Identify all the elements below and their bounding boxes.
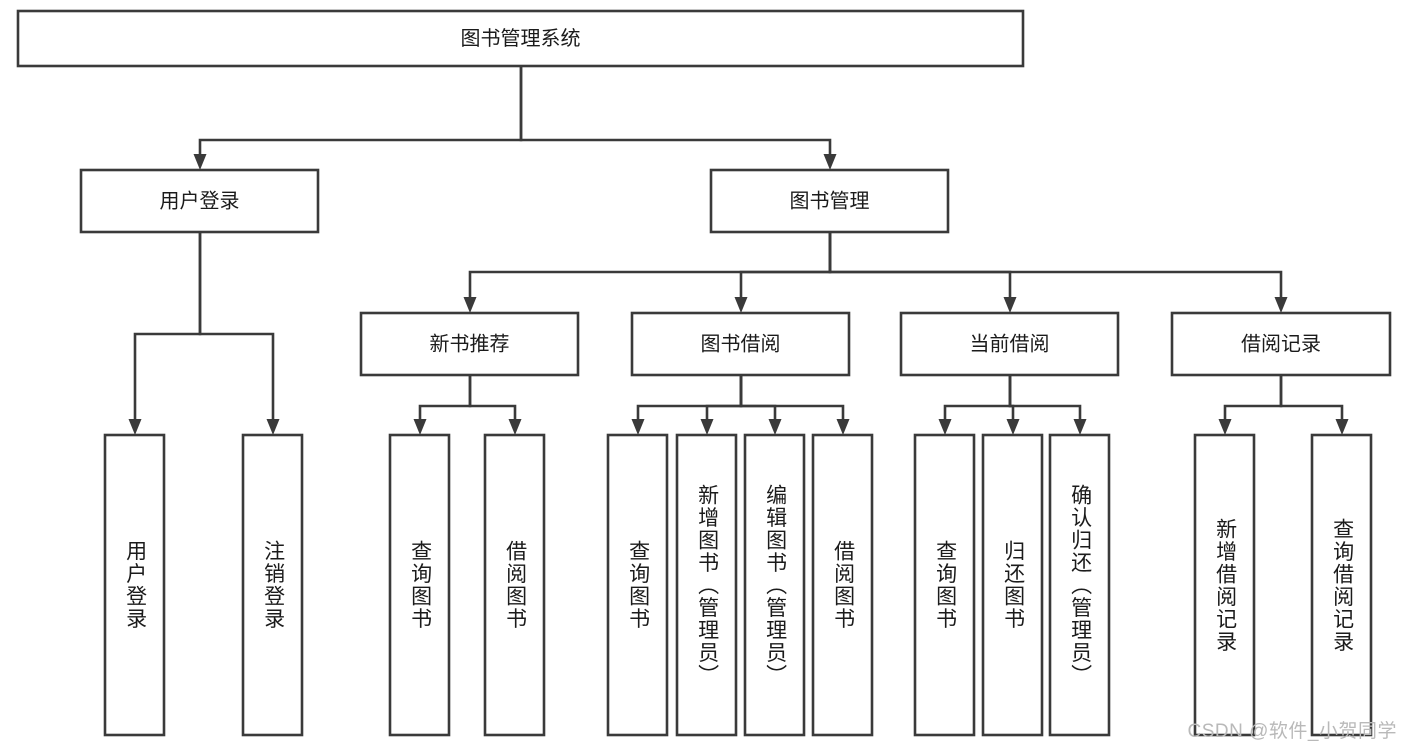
arrow-head-leaf-query-book-nb xyxy=(413,419,427,435)
node-box-leaf-query-book-cb[interactable] xyxy=(913,433,976,737)
node-box-leaf-query-book-bb[interactable] xyxy=(606,433,669,737)
connector-root-to-book-management xyxy=(519,66,832,154)
arrow-head-book-borrow xyxy=(734,297,748,313)
node-label-current-borrow: 当前借阅 xyxy=(970,332,1050,355)
node-label-borrow-record: 借阅记录 xyxy=(1241,332,1321,355)
arrow-head-book-management xyxy=(823,154,837,170)
connector-book-management-to-current-borrow xyxy=(828,232,1012,297)
arrow-head-leaf-query-book-bb xyxy=(631,419,645,435)
arrow-head-borrow-record xyxy=(1274,297,1288,313)
node-box-leaf-add-book-admin[interactable] xyxy=(675,433,738,737)
node-box-leaf-query-record[interactable] xyxy=(1310,433,1373,737)
node-box-user-login[interactable] xyxy=(79,168,320,234)
node-box-leaf-confirm-return[interactable] xyxy=(1048,433,1111,737)
connector-user-login-to-leaf-user-login xyxy=(133,232,202,419)
connector-borrow-record-to-leaf-query-record xyxy=(1279,375,1344,419)
node-box-root[interactable] xyxy=(16,9,1025,68)
arrow-head-leaf-borrow-book-nb xyxy=(508,419,522,435)
arrow-head-new-book-recommend xyxy=(463,297,477,313)
node-box-leaf-query-book-nb[interactable] xyxy=(388,433,451,737)
connector-current-borrow-to-leaf-query-book-cb xyxy=(943,375,1012,419)
box-layer xyxy=(16,9,1392,737)
arrow-head-leaf-user-logout xyxy=(266,419,280,435)
connector-book-borrow-to-leaf-borrow-book-bb xyxy=(739,375,845,419)
connector-borrow-record-to-leaf-add-record xyxy=(1223,375,1283,419)
arrow-head-leaf-return-book xyxy=(1006,419,1020,435)
connector-book-management-to-new-book-recommend xyxy=(468,232,832,297)
connector-book-management-to-borrow-record xyxy=(828,232,1283,297)
connector-new-book-recommend-to-leaf-borrow-book-nb xyxy=(468,375,517,419)
watermark-text: CSDN @软件_小贺同学 xyxy=(1187,721,1397,742)
arrow-head-leaf-add-book-admin xyxy=(700,419,714,435)
connector-root-to-user-login xyxy=(198,66,523,154)
arrow-head-current-borrow xyxy=(1003,297,1017,313)
connector-book-management-to-book-borrow xyxy=(739,232,832,297)
arrow-head-leaf-confirm-return xyxy=(1073,419,1087,435)
connector-book-borrow-to-leaf-query-book-bb xyxy=(636,375,743,419)
node-label-book-borrow: 图书借阅 xyxy=(701,332,781,355)
connector-user-login-to-leaf-user-logout xyxy=(198,232,275,419)
node-box-leaf-edit-book-admin[interactable] xyxy=(743,433,806,737)
node-box-leaf-borrow-book-nb[interactable] xyxy=(483,433,546,737)
node-box-leaf-return-book[interactable] xyxy=(981,433,1044,737)
connector-current-borrow-to-leaf-confirm-return xyxy=(1008,375,1082,419)
arrow-head-leaf-query-book-cb xyxy=(938,419,952,435)
arrow-head-user-login xyxy=(193,154,207,170)
connector-layer xyxy=(128,66,1349,435)
node-box-new-book-recommend[interactable] xyxy=(359,311,580,377)
node-label-user-login: 用户登录 xyxy=(160,189,240,212)
node-box-borrow-record[interactable] xyxy=(1170,311,1392,377)
connector-book-borrow-to-leaf-edit-book-admin xyxy=(739,375,777,419)
arrow-head-leaf-edit-book-admin xyxy=(768,419,782,435)
connector-new-book-recommend-to-leaf-query-book-nb xyxy=(418,375,472,419)
node-box-leaf-user-login[interactable] xyxy=(103,433,166,737)
node-label-book-management: 图书管理 xyxy=(790,189,870,212)
arrow-head-leaf-add-record xyxy=(1218,419,1232,435)
node-box-leaf-borrow-book-bb[interactable] xyxy=(811,433,874,737)
connector-book-borrow-to-leaf-add-book-admin xyxy=(705,375,743,419)
node-label-new-book-recommend: 新书推荐 xyxy=(430,332,510,355)
node-box-leaf-add-record[interactable] xyxy=(1193,433,1256,737)
arrow-head-leaf-query-record xyxy=(1335,419,1349,435)
arrow-head-leaf-borrow-book-bb xyxy=(836,419,850,435)
arrow-head-leaf-user-login xyxy=(128,419,142,435)
node-box-book-management[interactable] xyxy=(709,168,950,234)
node-box-book-borrow[interactable] xyxy=(630,311,851,377)
node-label-root: 图书管理系统 xyxy=(461,27,581,50)
node-box-current-borrow[interactable] xyxy=(899,311,1120,377)
node-box-leaf-user-logout[interactable] xyxy=(241,433,304,737)
